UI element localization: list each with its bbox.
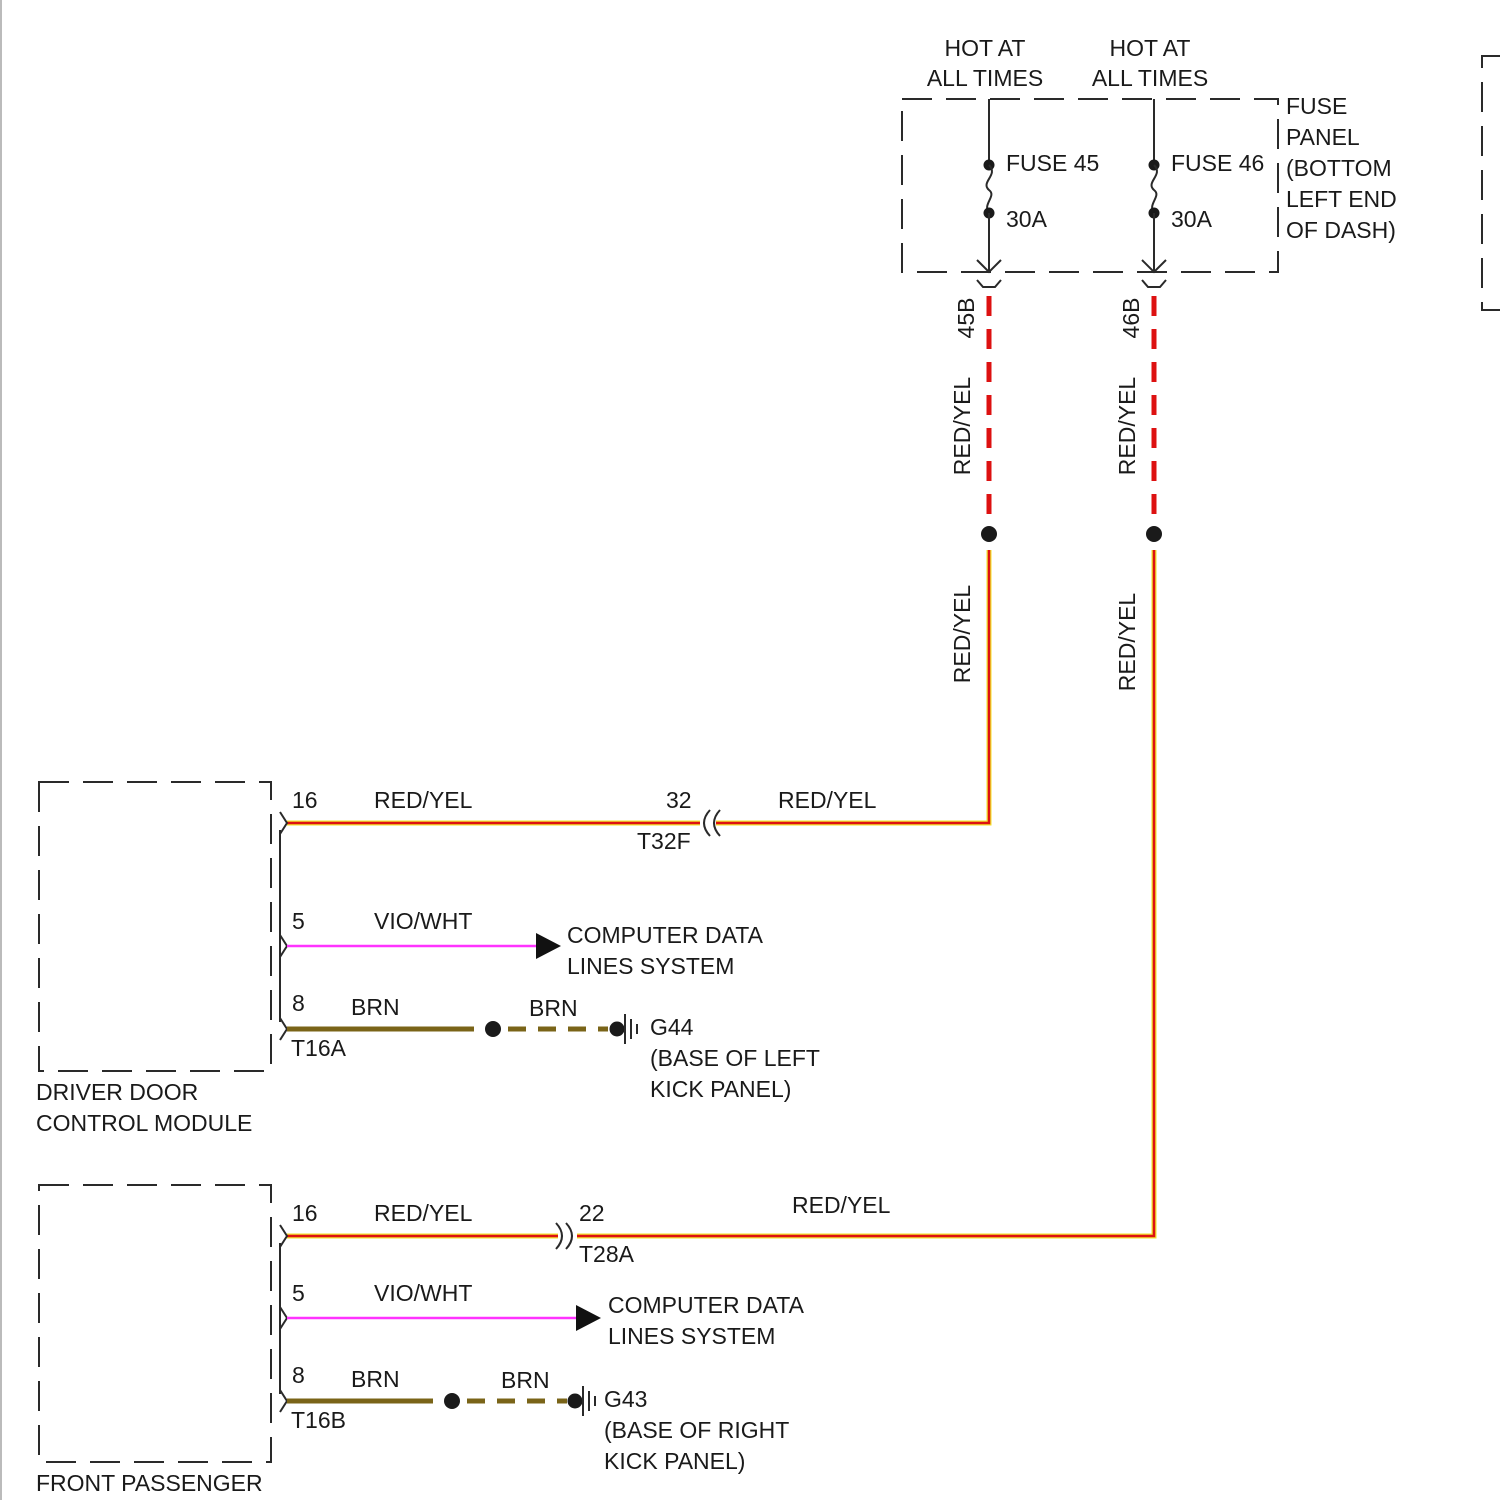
connector-t16a-label: T16A (291, 1035, 347, 1061)
feed-wire-46-color-upper: RED/YEL (1114, 377, 1140, 476)
fuse-panel-title-line3: (BOTTOM (1286, 155, 1392, 181)
splice-46 (1146, 526, 1162, 542)
fuse-panel-title-line1: FUSE (1286, 93, 1347, 119)
feed-wire-46-color-lower: RED/YEL (1114, 593, 1140, 692)
connector-t28a-label: T28A (579, 1241, 635, 1267)
driver-pin-5: 5 (292, 908, 305, 934)
hot-label-45-line2: ALL TIMES (927, 65, 1043, 91)
passenger-wire-16-color: RED/YEL (374, 1200, 473, 1226)
driver-wire-5-color: VIO/WHT (374, 908, 472, 934)
ground-g43-location-line2: KICK PANEL) (604, 1448, 745, 1474)
fuse-46-element (1152, 165, 1157, 213)
fuse-panel-outline (902, 99, 1278, 272)
connector-t28a: 22 T28A RED/YEL (556, 1192, 891, 1267)
adjacent-box-edge (1482, 56, 1500, 310)
driver-ground-wire-color: BRN (529, 995, 578, 1021)
fuse-45: FUSE 45 30A (977, 99, 1099, 287)
red-yel-wire-passenger-halo (577, 550, 1154, 1236)
passenger-wire-5-color: VIO/WHT (374, 1280, 472, 1306)
red-yel-wire-passenger (287, 550, 1154, 1236)
fuse-45-rating: 30A (1006, 206, 1048, 232)
passenger-pin-5: 5 (292, 1280, 305, 1306)
driver-pin-16: 16 (292, 787, 318, 813)
hot-label-45-line1: HOT AT (945, 35, 1026, 61)
driver-pin-8: 8 (292, 990, 305, 1016)
fuse-panel-title-line2: PANEL (1286, 124, 1360, 150)
passenger-data-dest-line2: LINES SYSTEM (608, 1323, 775, 1349)
driver-ground-splice (485, 1021, 501, 1037)
fuse-46: FUSE 46 30A (1142, 99, 1264, 287)
feed-wire-45-color-upper: RED/YEL (949, 377, 975, 476)
passenger-pin-8: 8 (292, 1362, 305, 1388)
splice-45 (981, 526, 997, 542)
driver-wire-8-color: BRN (351, 994, 400, 1020)
connector-t28a-pin: 22 (579, 1200, 605, 1226)
passenger-wire-8-color: BRN (351, 1366, 400, 1392)
driver-data-dest-line1: COMPUTER DATA (567, 922, 764, 948)
ground-g44-location-line1: (BASE OF LEFT (650, 1045, 820, 1071)
connector-t16b-label: T16B (291, 1407, 346, 1433)
ground-g43-icon (568, 1386, 596, 1416)
red-yel-wire-passenger-core (577, 550, 1154, 1236)
fuse-45-element (987, 165, 992, 213)
fuse-45-label: FUSE 45 (1006, 150, 1099, 176)
ground-g44-label: G44 (650, 1014, 694, 1040)
driver-door-module: DRIVER DOOR CONTROL MODULE T16A 16 RED/Y… (36, 782, 877, 1136)
fuse-46-label: FUSE 46 (1171, 150, 1264, 176)
ground-g43-location-line1: (BASE OF RIGHT (604, 1417, 789, 1443)
passenger-wire-feed-color: RED/YEL (792, 1192, 891, 1218)
fuse-46-connector-icon (1142, 280, 1166, 287)
passenger-data-dest-line1: COMPUTER DATA (608, 1292, 805, 1318)
feed-wire-45-color-lower: RED/YEL (949, 585, 975, 684)
passenger-pin-16: 16 (292, 1200, 318, 1226)
passenger-module-name-line1: FRONT PASSENGER (36, 1470, 263, 1496)
pin-46b: 46B (1118, 298, 1144, 339)
driver-data-arrow-icon (536, 933, 561, 959)
driver-data-dest-line2: LINES SYSTEM (567, 953, 734, 979)
ground-g44-location-line2: KICK PANEL) (650, 1076, 791, 1102)
passenger-ground-splice (444, 1393, 460, 1409)
fuse-panel: HOT AT ALL TIMES HOT AT ALL TIMES FUSE P… (902, 35, 1500, 310)
fuse-45-connector-icon (977, 280, 1001, 287)
hot-label-46-line1: HOT AT (1110, 35, 1191, 61)
connector-t16a: T16A (280, 812, 347, 1061)
red-yel-wire-driver (287, 550, 989, 823)
ground-g44-icon (610, 1014, 638, 1044)
hot-label-46-line2: ALL TIMES (1092, 65, 1208, 91)
driver-module-outline (39, 782, 271, 1071)
driver-module-name-line2: CONTROL MODULE (36, 1110, 252, 1136)
connector-t32f-pin: 32 (666, 787, 692, 813)
pin-45b: 45B (953, 298, 979, 339)
driver-module-name-line1: DRIVER DOOR (36, 1079, 198, 1105)
fuse-panel-title-line5: OF DASH) (1286, 217, 1396, 243)
driver-wire-16-color: RED/YEL (374, 787, 473, 813)
driver-wire-feed-color: RED/YEL (778, 787, 877, 813)
passenger-module-outline (39, 1185, 271, 1462)
passenger-ground-wire-color: BRN (501, 1367, 550, 1393)
passenger-data-arrow-icon (576, 1305, 601, 1331)
fuse-panel-title-line4: LEFT END (1286, 186, 1397, 212)
fuse-46-rating: 30A (1171, 206, 1213, 232)
front-passenger-module: FRONT PASSENGER T16B 16 RED/YEL 22 T28A … (36, 1185, 891, 1496)
connector-t28a-icon (556, 1223, 572, 1249)
ground-g43-label: G43 (604, 1386, 647, 1412)
connector-t32f-label: T32F (637, 828, 691, 854)
